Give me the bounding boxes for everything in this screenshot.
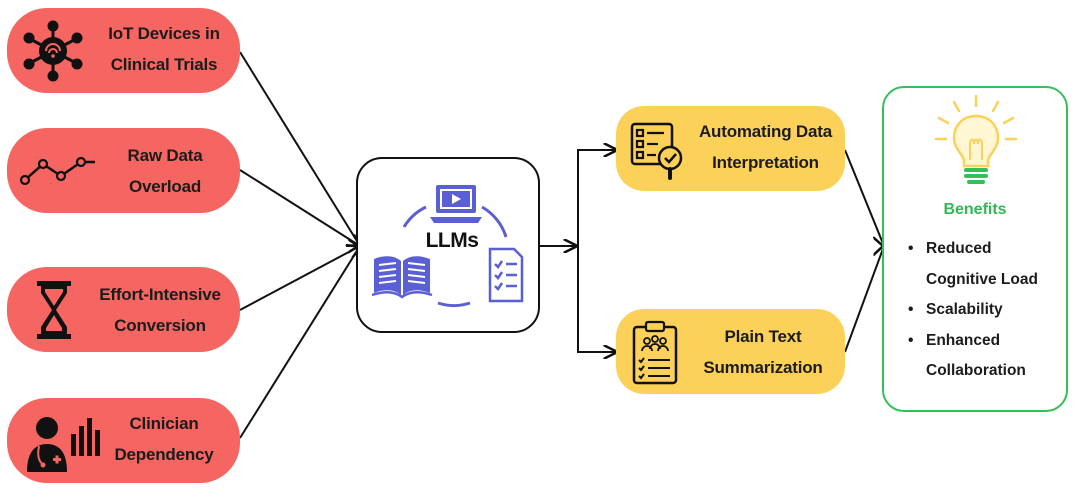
arrow-summ-to-benefits — [844, 246, 884, 353]
llm-label: LLMs — [425, 229, 479, 252]
iot-network-icon — [22, 20, 84, 82]
llm-node: LLMs — [356, 157, 540, 333]
summ-label-line1: Plain Text — [724, 327, 802, 346]
benefits-list: Reduced Cognitive Load Scalability Enhan… — [908, 234, 1038, 387]
summ-label-line2: Summarization — [703, 358, 823, 377]
interp-label-line1: Automating Data — [698, 122, 832, 141]
iot-label-line2: Clinical Trials — [110, 55, 218, 74]
output-node-interpretation: Automating Data Interpretation — [616, 106, 845, 191]
arrow-branch-to-summ — [577, 246, 616, 352]
input-node-effort: Effort-Intensive Conversion — [7, 267, 240, 352]
doctor-chart-icon — [25, 410, 103, 474]
arrow-clinician-to-llm — [239, 246, 360, 439]
benefits-title: Benefits — [943, 201, 1007, 218]
benefit-item-3-line2: Collaboration — [926, 362, 1026, 379]
clinician-label-line2: Dependency — [114, 445, 214, 464]
arrow-iot-to-llm — [239, 51, 360, 246]
checklist-magnifier-icon — [630, 120, 686, 180]
raw-label-line2: Overload — [128, 177, 202, 196]
line-chart-icon — [19, 154, 99, 188]
laptop-icon — [428, 183, 484, 225]
benefit-item-1-line1: Reduced — [908, 234, 1038, 265]
clinician-label-line1: Clinician — [129, 414, 199, 433]
effort-label-line2: Conversion — [114, 316, 206, 335]
checklist-icon — [486, 247, 526, 303]
hourglass-icon — [35, 279, 73, 341]
input-node-raw-data: Raw Data Overload — [7, 128, 240, 213]
arrow-branch-to-interp — [577, 150, 616, 246]
benefits-node: Benefits Reduced Cognitive Load Scalabil… — [882, 86, 1068, 412]
input-node-clinician: Clinician Dependency — [7, 398, 240, 483]
benefit-item-2: Scalability — [908, 295, 1038, 326]
interp-label-line2: Interpretation — [712, 153, 819, 172]
iot-label-line1: IoT Devices in — [108, 24, 220, 43]
llm-cycle-graphic — [402, 205, 507, 307]
benefit-item-1-line2: Cognitive Load — [926, 270, 1038, 288]
open-book-icon — [370, 253, 434, 299]
clipboard-team-icon — [632, 319, 678, 385]
raw-label-line1: Raw Data — [127, 146, 203, 165]
arrow-effort-to-llm — [239, 246, 360, 311]
lightbulb-icon — [934, 94, 1018, 190]
effort-label-line1: Effort-Intensive — [99, 285, 221, 304]
output-node-summarization: Plain Text Summarization — [616, 309, 845, 394]
arrow-interp-to-benefits — [844, 149, 884, 246]
benefit-item-3-line1: Enhanced — [908, 326, 1038, 357]
arrow-raw-to-llm — [239, 169, 360, 246]
input-node-iot: IoT Devices in Clinical Trials — [7, 8, 240, 93]
